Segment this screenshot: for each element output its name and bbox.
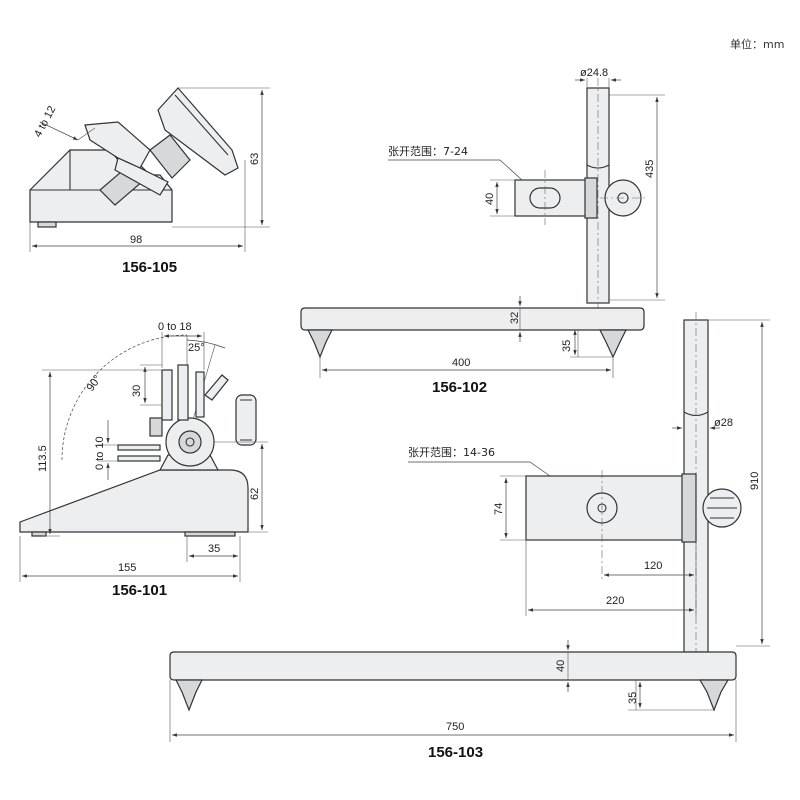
dim-156-103-reach-a: 120 [644,560,662,572]
model-156-103: 156-103 [428,744,483,761]
unit-label: 单位：mm [730,37,784,51]
model-156-101: 156-101 [112,582,167,599]
dim-156-102-foot: 35 [561,340,573,352]
model-156-105: 156-105 [122,259,177,276]
dim-156-102-rod-dia: ø24.8 [580,67,608,79]
dim-156-101-range: 0 to 18 [158,321,192,333]
dim-156-101-angle-large: 90° [85,373,104,394]
dim-156-105-width: 98 [130,234,142,246]
dim-156-101-width: 155 [118,562,136,574]
model-156-102: 156-102 [432,379,487,396]
dim-156-103-base-h: 40 [555,660,567,672]
range-156-102: 张开范围：7-24 [388,144,468,158]
drawing-156-103: ø28 910 74 张开范围：14-36 120 220 40 35 750 … [169,312,770,761]
dim-156-101-pivot-h: 62 [249,488,261,500]
dim-156-101-span: 0 to 10 [94,436,106,470]
dim-156-101-height: 113.5 [37,445,49,472]
drawing-156-105: 4 to 12 63 98 156-105 [29,87,270,276]
dim-156-103-width: 750 [446,721,464,733]
dim-156-102-base-h: 32 [509,312,521,324]
dim-156-105-height: 63 [249,153,261,165]
dim-156-102-clamp: 40 [484,193,496,205]
dim-156-103-foot: 35 [627,692,639,704]
dim-156-103-height: 910 [749,472,761,490]
dim-156-101-foot: 35 [208,543,220,555]
range-156-103: 张开范围：14-36 [408,445,495,459]
dim-156-103-reach-b: 220 [606,595,624,607]
dim-156-103-clamp: 74 [493,503,505,515]
drawing-156-102: ø24.8 435 40 张开范围：7-24 32 35 400 156-102 [300,67,665,396]
dim-156-102-height: 435 [644,160,656,178]
dim-156-105-thickness: 4 to 12 [32,104,58,139]
dim-156-103-rod-dia: ø28 [714,417,733,429]
drawing-156-101: 0 to 18 25° 90° 30 0 to 10 113.5 62 35 1… [19,321,268,599]
dim-156-101-arm: 30 [131,385,143,397]
dim-156-101-angle-small: 25° [188,342,205,354]
dim-156-102-width: 400 [452,357,470,369]
